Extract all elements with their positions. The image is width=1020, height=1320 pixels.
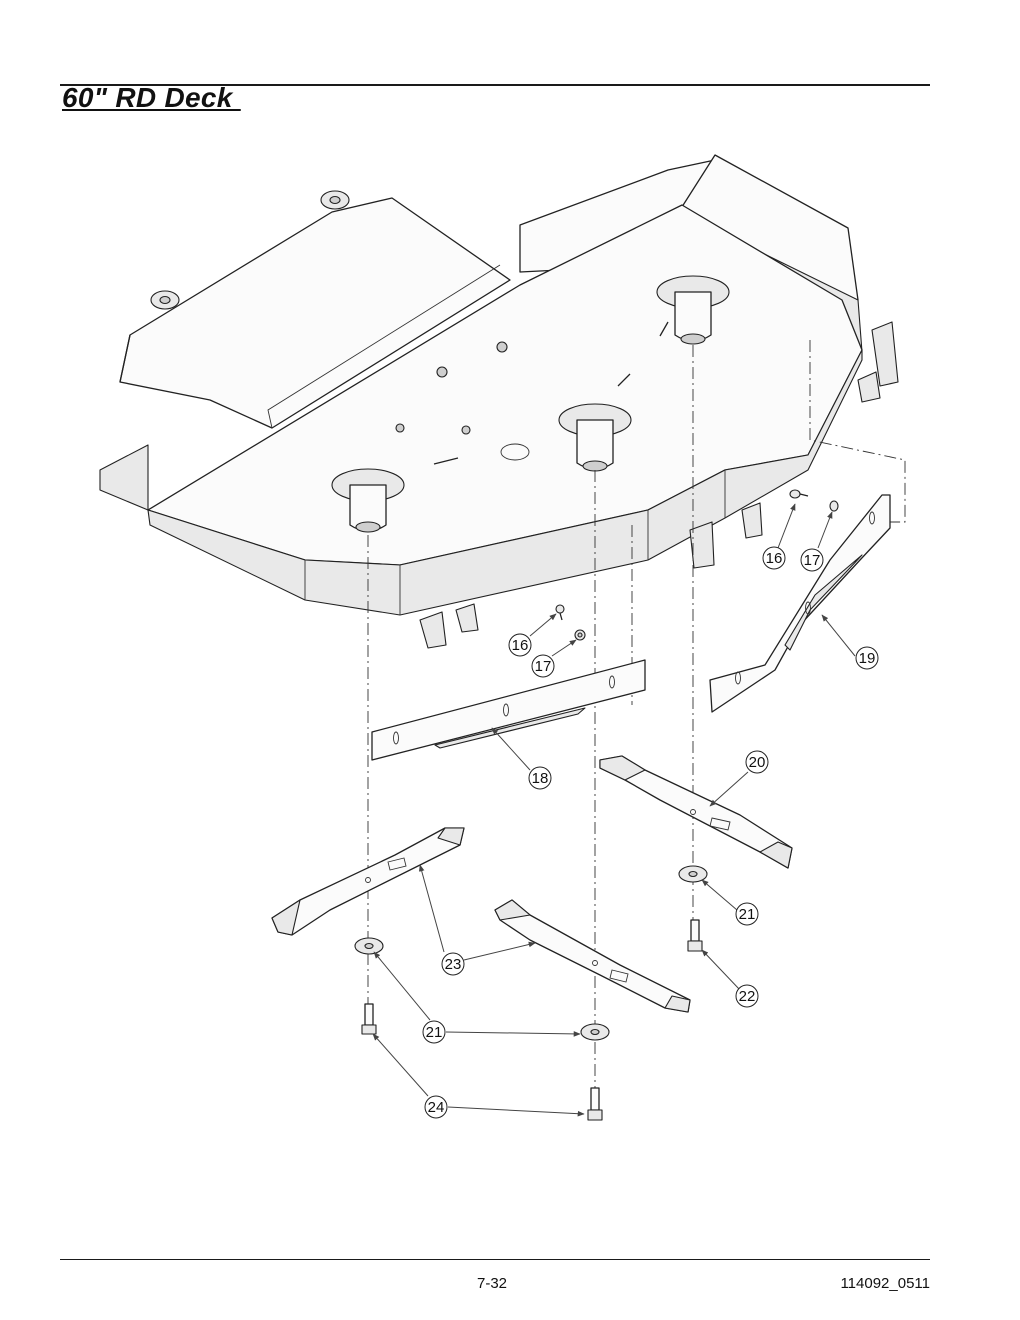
callout-17-right: 17 (800, 548, 824, 572)
svg-text:17: 17 (535, 658, 552, 675)
callout-23: 23 (441, 952, 465, 976)
callout-17-center: 17 (531, 654, 555, 678)
svg-text:21: 21 (426, 1024, 443, 1041)
footer-rule (60, 1259, 930, 1260)
baffle-18 (371, 659, 646, 761)
blade-right (599, 755, 793, 869)
svg-text:17: 17 (804, 552, 821, 569)
page-title: 60" RD Deck (62, 82, 241, 113)
svg-text:20: 20 (749, 754, 766, 771)
callout-21-left: 21 (422, 1020, 446, 1044)
svg-text:19: 19 (859, 650, 876, 667)
callout-20: 20 (745, 750, 769, 774)
document-id: 114092_0511 (840, 1275, 930, 1292)
blade-bolts (361, 919, 703, 1121)
spindle-right (656, 275, 730, 345)
blade-center (494, 899, 691, 1013)
spindle-center (558, 403, 632, 472)
callout-19: 19 (855, 646, 879, 670)
spindle-left (331, 468, 405, 533)
callout-24: 24 (424, 1095, 448, 1119)
svg-text:23: 23 (445, 956, 462, 973)
washers (354, 865, 708, 1041)
baffle-19 (709, 494, 891, 713)
svg-text:22: 22 (739, 988, 756, 1005)
svg-text:24: 24 (428, 1099, 445, 1116)
deck-housing (99, 154, 899, 649)
carriage-bolts (555, 489, 809, 621)
page-number: 7-32 (477, 1275, 508, 1292)
callout-16-center: 16 (508, 633, 532, 657)
blade-left (271, 827, 465, 936)
svg-text:18: 18 (532, 770, 549, 787)
callout-22: 22 (735, 984, 759, 1008)
callout-18: 18 (528, 766, 552, 790)
flange-nuts (574, 500, 839, 641)
callout-16-right: 16 (762, 546, 786, 570)
svg-text:16: 16 (512, 637, 529, 654)
svg-text:21: 21 (739, 906, 756, 923)
callout-21-right: 21 (735, 902, 759, 926)
assembly-centerlines (367, 340, 906, 1090)
svg-text:16: 16 (766, 550, 783, 567)
header-rule (60, 84, 930, 86)
callout-leaders (372, 503, 856, 1117)
